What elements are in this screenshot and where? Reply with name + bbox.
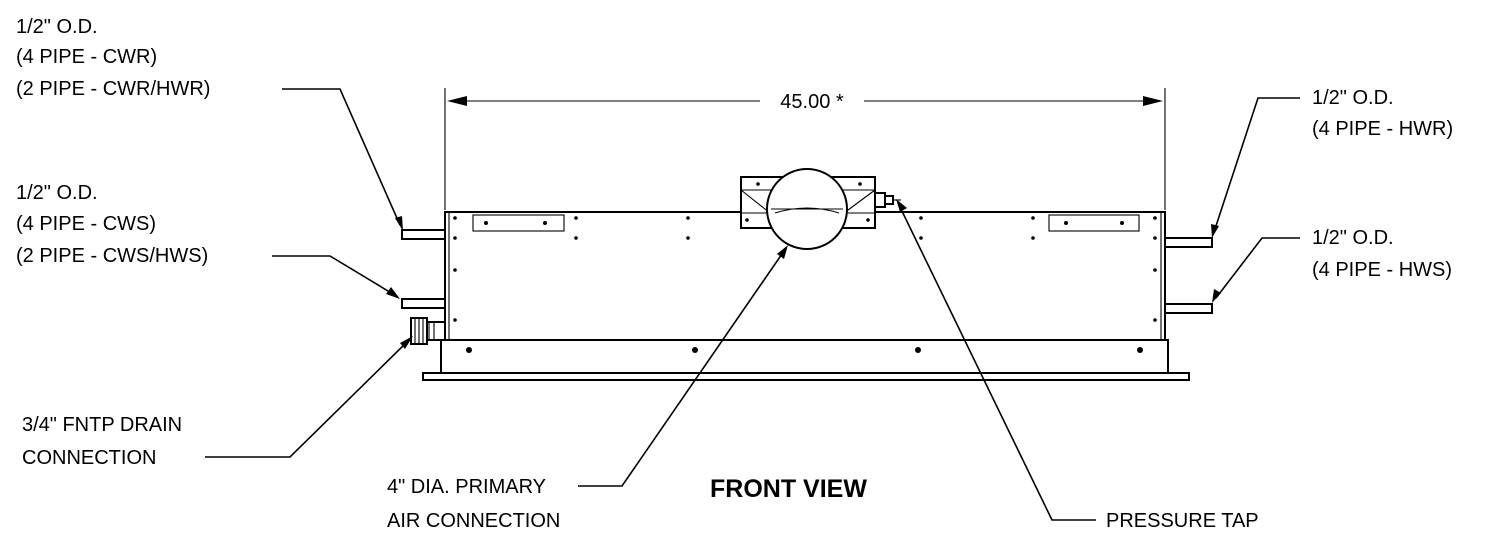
dimension-value: 45.00 * xyxy=(780,91,844,113)
callout-right-supply-line-1: 1/2" O.D. xyxy=(1312,227,1394,249)
callout-left-return-line-2: (4 PIPE - CWR) xyxy=(16,46,157,68)
leader-lines xyxy=(205,88,1300,521)
callout-right-supply: 1/2" O.D. (4 PIPE - HWS) xyxy=(1312,227,1452,281)
callout-left-return-line-3: (2 PIPE - CWR/HWR) xyxy=(16,78,210,100)
callout-left-supply-line-1: 1/2" O.D. xyxy=(16,182,98,204)
callout-left-return: 1/2" O.D. (4 PIPE - CWR) (2 PIPE - CWR/H… xyxy=(16,16,210,100)
callout-drain-line-1: 3/4" FNTP DRAIN xyxy=(22,414,182,436)
callout-left-return-line-1: 1/2" O.D. xyxy=(16,16,98,38)
callout-left-supply-line-2: (4 PIPE - CWS) xyxy=(16,213,156,235)
callout-right-return: 1/2" O.D. (4 PIPE - HWR) xyxy=(1312,87,1453,140)
callout-pressure-tap-line-1: PRESSURE TAP xyxy=(1106,510,1259,532)
width-dimension: 45.00 * xyxy=(444,88,1166,210)
drain-fitting xyxy=(410,317,446,345)
callout-right-supply-line-2: (4 PIPE - HWS) xyxy=(1312,259,1452,281)
callout-primary-air-line-1: 4" DIA. PRIMARY xyxy=(387,476,546,498)
right-supply-pipe xyxy=(1164,303,1213,314)
callout-left-supply-line-3: (2 PIPE - CWS/HWS) xyxy=(16,245,208,267)
primary-air-inlet xyxy=(740,168,876,250)
callout-primary-air-line-2: AIR CONNECTION xyxy=(387,510,560,532)
left-return-pipe xyxy=(401,229,446,240)
callout-primary-air: 4" DIA. PRIMARY AIR CONNECTION xyxy=(387,476,560,532)
callout-drain: 3/4" FNTP DRAIN CONNECTION xyxy=(22,414,182,469)
callout-drain-line-2: CONNECTION xyxy=(22,447,156,469)
right-return-pipe xyxy=(1164,237,1213,248)
callout-right-return-line-2: (4 PIPE - HWR) xyxy=(1312,118,1453,140)
left-supply-pipe xyxy=(401,298,446,309)
callout-left-supply: 1/2" O.D. (4 PIPE - CWS) (2 PIPE - CWS/H… xyxy=(16,182,208,267)
callout-pressure-tap: PRESSURE TAP xyxy=(1106,510,1259,532)
callout-right-return-line-1: 1/2" O.D. xyxy=(1312,87,1394,109)
view-title: FRONT VIEW xyxy=(710,475,867,503)
bottom-frame xyxy=(422,339,1190,381)
